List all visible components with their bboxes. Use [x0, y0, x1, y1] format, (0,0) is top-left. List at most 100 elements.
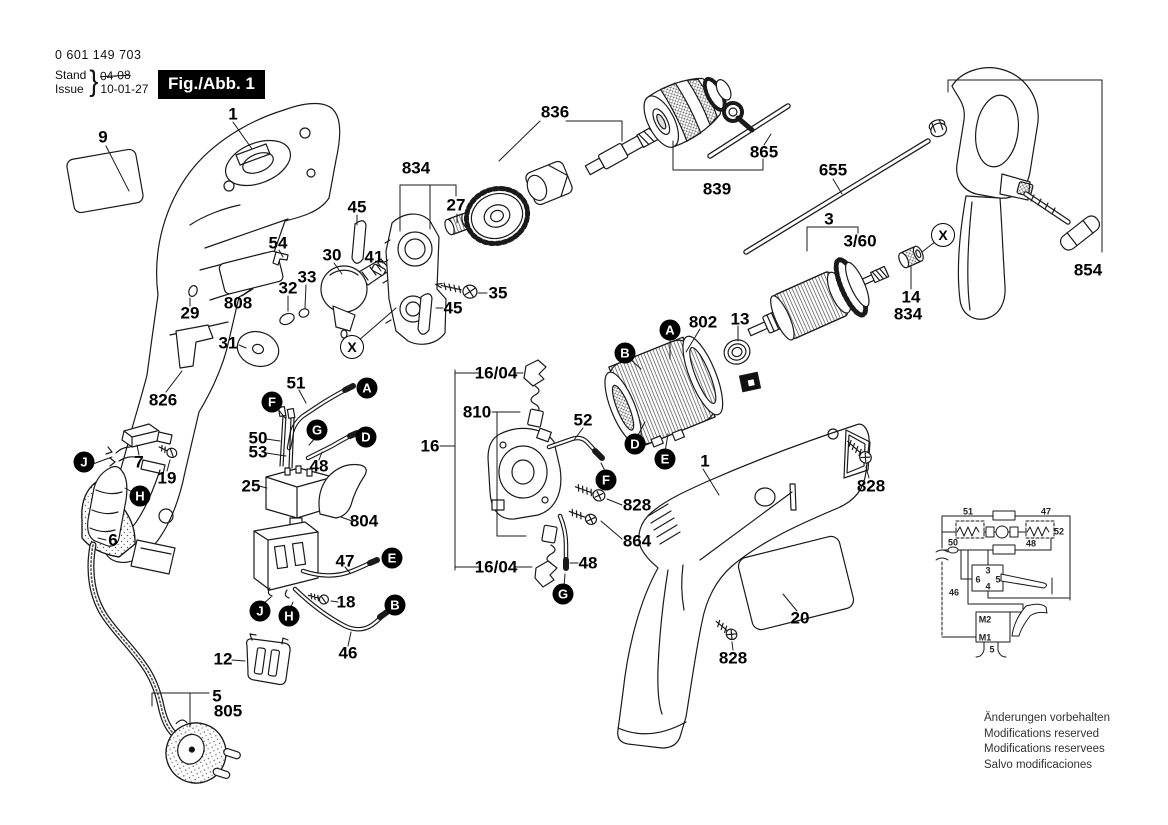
notice-line-de: Änderungen vorbehalten — [984, 712, 1110, 724]
part-callout-13: 13 — [730, 309, 750, 329]
schematic-label-3: 3 — [985, 565, 991, 576]
part-callout-1: 1 — [228, 104, 238, 124]
part-callout-1: 1 — [700, 451, 710, 471]
aux-handle-art — [928, 67, 1101, 320]
schematic-label-51: 51 — [962, 506, 974, 517]
wire-marker-F: F — [595, 469, 617, 491]
part-callout-48: 48 — [578, 553, 598, 573]
small-parts-left-art — [175, 220, 391, 369]
right-housing-half-art — [617, 423, 872, 749]
nameplate-9-art — [66, 148, 144, 214]
part-callout-865: 865 — [749, 142, 779, 162]
schematic-label-46: 46 — [948, 587, 960, 598]
wire-marker-B: B — [614, 342, 636, 364]
part-callout-3: 3 — [824, 209, 834, 229]
part-callout-839: 839 — [702, 179, 732, 199]
part-callout-50: 50 — [248, 428, 268, 448]
part-callout-51: 51 — [286, 373, 306, 393]
schematic-label-M2: M2 — [978, 614, 992, 625]
part-callout-808: 808 — [223, 293, 253, 313]
part-callout-655: 655 — [818, 160, 848, 180]
figure-label: Fig./Abb. 1 — [158, 70, 265, 99]
stand-label: Stand — [55, 67, 87, 82]
wire-marker-G: G — [306, 419, 328, 441]
wiring-schematic-art — [935, 510, 1071, 658]
part-callout-3-60: 3/60 — [843, 231, 877, 251]
part-callout-9: 9 — [98, 127, 108, 147]
schematic-label-6: 6 — [975, 574, 981, 585]
wire-marker-H: H — [278, 605, 300, 627]
schematic-label-52: 52 — [1053, 526, 1065, 537]
notice-line-en: Modifications reserved — [984, 727, 1100, 740]
part-callout-27: 27 — [446, 195, 466, 215]
wire-marker-D: D — [624, 433, 646, 455]
part-callout-7: 7 — [134, 452, 144, 472]
notice-line-fr: Modifications reservees — [984, 743, 1105, 755]
wire-marker-F: F — [261, 391, 283, 413]
nameplate-808-art — [218, 250, 284, 295]
part-callout-5: 5 — [212, 686, 222, 706]
part-callout-35: 35 — [488, 283, 508, 303]
part-callout-45: 45 — [347, 197, 367, 217]
schematic-label-5: 5 — [995, 574, 1001, 585]
spindle-gear-art — [463, 76, 931, 255]
stand-date-struck: 04-08 — [100, 67, 132, 83]
part-callout-6: 6 — [108, 530, 118, 550]
type-number: 0 601 149 703 — [55, 48, 142, 62]
wire-marker-B: B — [384, 594, 406, 616]
schematic-label-50: 50 — [947, 537, 959, 548]
part-callout-31: 31 — [218, 333, 238, 353]
part-callout-19: 19 — [157, 468, 177, 488]
part-callout-33: 33 — [297, 267, 317, 287]
part-callout-14: 14 — [901, 287, 921, 307]
part-callout-30: 30 — [322, 245, 342, 265]
wire-marker-A: A — [659, 319, 681, 341]
part-callout-53: 53 — [248, 442, 268, 462]
part-callout-834: 834 — [893, 304, 923, 324]
part-callout-54: 54 — [268, 233, 288, 253]
part-callout-25: 25 — [241, 476, 261, 496]
part-callout-864: 864 — [622, 531, 652, 551]
part-callout-46: 46 — [338, 643, 358, 663]
schematic-label-47: 47 — [1040, 506, 1052, 517]
schematic-label-5: 5 — [989, 644, 995, 655]
wire-marker-X: X — [931, 223, 955, 247]
chuck-key-865-art — [707, 101, 791, 159]
issue-date: 10-01-27 — [100, 81, 149, 96]
part-callout-802: 802 — [688, 312, 718, 332]
part-callout-16-04: 16/04 — [474, 363, 518, 383]
drawing-header: 0 601 149 703 Stand Issue } 04-08 10-01-… — [55, 48, 148, 97]
part-callout-805: 805 — [213, 701, 243, 721]
part-callout-828: 828 — [622, 495, 652, 515]
brush-holder-7-art — [121, 423, 178, 459]
brace-glyph: } — [89, 64, 99, 98]
nameplate-20-art — [737, 535, 855, 631]
schematic-label-M1: M1 — [978, 632, 992, 643]
part-callout-18: 18 — [336, 592, 356, 612]
notice-line-es: Salvo modificaciones — [984, 758, 1093, 771]
part-callout-32: 32 — [278, 278, 298, 298]
wire-marker-A: A — [356, 377, 378, 399]
wire-marker-H: H — [129, 485, 151, 507]
part-callout-826: 826 — [148, 390, 178, 410]
part-callout-47: 47 — [335, 551, 355, 571]
part-callout-804: 804 — [349, 511, 379, 531]
schematic-label-48: 48 — [1025, 538, 1037, 549]
wire-marker-G: G — [552, 583, 574, 605]
part-callout-41: 41 — [364, 247, 384, 267]
armature-art — [723, 245, 924, 393]
part-callout-29: 29 — [180, 303, 200, 323]
part-callout-48: 48 — [309, 456, 329, 476]
part-callout-20: 20 — [790, 608, 810, 628]
part-callout-836: 836 — [540, 102, 570, 122]
wire-marker-J: J — [249, 600, 271, 622]
modifications-notice: Änderungen vorbehalten Modifications res… — [984, 711, 1110, 773]
part-callout-16: 16 — [420, 436, 440, 456]
part-callout-854: 854 — [1073, 260, 1103, 280]
part-callout-834: 834 — [401, 158, 431, 178]
cable-plug-art — [81, 446, 241, 784]
switch-assembly-art — [246, 383, 390, 686]
brush-plate-assembly-art — [487, 359, 606, 588]
